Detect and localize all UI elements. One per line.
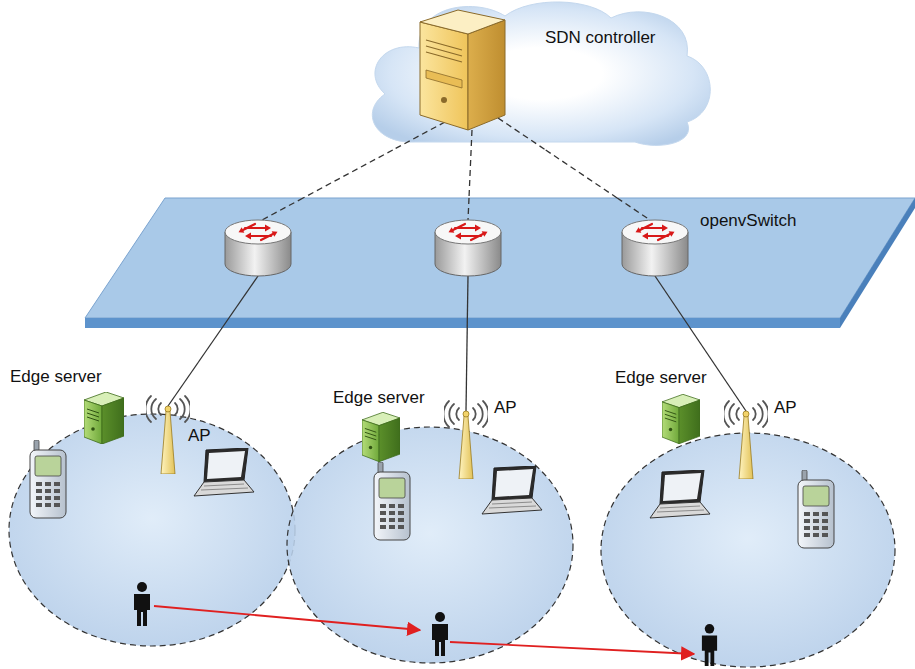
cloud-shape bbox=[372, 2, 710, 145]
cell-ellipse bbox=[601, 433, 895, 667]
controller-server bbox=[441, 97, 447, 103]
band-top bbox=[85, 198, 915, 318]
node-label: Edge server bbox=[615, 368, 707, 388]
switch-icons bbox=[225, 220, 291, 276]
controller-server bbox=[420, 10, 505, 130]
band-side bbox=[840, 198, 915, 328]
switch-plane: openvSwitch bbox=[85, 198, 915, 328]
controller-server bbox=[426, 70, 462, 88]
node-label: AP bbox=[774, 398, 797, 418]
label-slot: Edge server bbox=[615, 368, 707, 388]
link-line bbox=[469, 150, 471, 198]
label-slot: openvSwitch bbox=[700, 211, 796, 231]
cell-ellipse bbox=[9, 414, 295, 646]
link-stubs bbox=[168, 118, 746, 411]
link-line bbox=[690, 328, 714, 364]
link-line bbox=[303, 150, 393, 198]
node-label: AP bbox=[188, 426, 211, 446]
edge-cell: Edge serverAP bbox=[8, 362, 296, 648]
node-label: Edge server bbox=[10, 367, 102, 387]
edge-server-icons bbox=[84, 392, 124, 444]
link-stubs bbox=[168, 362, 199, 406]
ellipse-outline bbox=[8, 362, 296, 648]
node-label: AP bbox=[494, 398, 517, 418]
edge-cell: Edge serverAP bbox=[593, 364, 897, 669]
link-stubs bbox=[714, 364, 746, 411]
link-stubs bbox=[465, 384, 467, 411]
label-slot: AP bbox=[188, 426, 211, 446]
label-slot: SDN controller bbox=[545, 28, 656, 48]
ellipse-outline bbox=[593, 364, 897, 669]
band-front bbox=[85, 318, 840, 328]
edge-server-icons bbox=[362, 412, 400, 461]
switch-icons bbox=[622, 220, 688, 276]
label-slot: AP bbox=[494, 398, 517, 418]
label-slot: Edge server bbox=[333, 388, 425, 408]
node-label: openvSwitch bbox=[700, 211, 796, 231]
node-label: Edge server bbox=[333, 388, 425, 408]
switch-icons bbox=[435, 220, 501, 276]
controller-server bbox=[426, 40, 462, 62]
cell-ellipse bbox=[287, 427, 573, 663]
controller-server bbox=[420, 22, 468, 130]
edge-cell: Edge serverAP bbox=[285, 384, 577, 666]
controller-server bbox=[468, 20, 505, 130]
link-line bbox=[198, 328, 222, 362]
link-line bbox=[466, 328, 468, 384]
controller-cloud: SDN controller bbox=[355, 0, 715, 150]
phone-icons bbox=[30, 440, 66, 518]
cloud-outline bbox=[355, 0, 715, 150]
phone-icons bbox=[374, 462, 410, 540]
link-line bbox=[546, 150, 618, 198]
phone-icons bbox=[798, 470, 834, 548]
label-slot: Edge server bbox=[10, 367, 102, 387]
label-slot: AP bbox=[774, 398, 797, 418]
ellipse-outline bbox=[285, 384, 577, 666]
node-label: SDN controller bbox=[545, 28, 656, 48]
edge-server-icons bbox=[662, 394, 700, 443]
